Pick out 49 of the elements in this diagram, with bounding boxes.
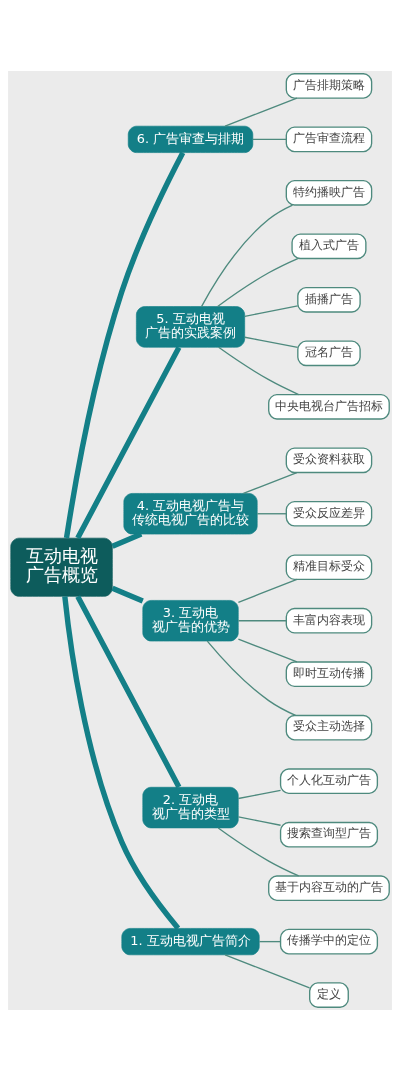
- connector: [237, 638, 298, 663]
- node-box: 互动电视广告概览: [10, 537, 113, 597]
- connector: [237, 816, 282, 826]
- node-box: 精准目标受众: [285, 554, 373, 581]
- node-box: 广告排期策略: [285, 73, 373, 99]
- connector: [216, 257, 299, 308]
- node-box: 植入式广告: [291, 233, 367, 260]
- node-box: 传播学中的定位: [279, 928, 379, 955]
- connector: [224, 97, 298, 127]
- connector: [217, 827, 300, 877]
- node-box: 1. 互动电视广告简介: [121, 928, 260, 956]
- node-box: 受众反应差异: [285, 500, 373, 527]
- node-box: 定义: [309, 982, 349, 1008]
- connector: [111, 531, 143, 549]
- node-box: 基于内容互动的广告: [268, 875, 390, 901]
- node-box: 插播广告: [297, 286, 361, 313]
- node-box: 6. 广告审查与排期: [127, 125, 254, 153]
- connector: [62, 596, 181, 930]
- connector: [206, 640, 297, 717]
- connector: [252, 138, 287, 141]
- connector: [111, 585, 144, 604]
- node-box: 受众主动选择: [285, 714, 373, 741]
- node-box: 即时互动传播: [285, 661, 373, 688]
- node-box: 广告审查流程: [285, 126, 373, 153]
- node-box: 3. 互动电视广告的优势: [142, 600, 239, 642]
- node-box: 特约播映广告: [285, 180, 373, 206]
- connector: [75, 346, 182, 540]
- connector: [244, 305, 299, 317]
- connector: [237, 578, 298, 603]
- node-box: 4. 互动电视广告与传统电视广告的比较: [123, 493, 258, 535]
- connector: [224, 954, 311, 989]
- node-box: 冠名广告: [297, 340, 361, 367]
- node-box: 受众资料获取: [285, 447, 373, 474]
- connector: [258, 940, 282, 943]
- connector: [256, 513, 287, 515]
- connector: [75, 595, 182, 789]
- connector: [237, 620, 287, 622]
- node-box: 丰富内容表现: [285, 607, 373, 634]
- connector: [63, 151, 186, 539]
- node-box: 个人化互动广告: [279, 768, 379, 795]
- connector: [200, 204, 294, 308]
- connector: [217, 346, 300, 396]
- node-box: 2. 互动电视广告的类型: [142, 786, 239, 829]
- connector: [242, 471, 298, 495]
- node-box: 中央电视台广告招标: [268, 393, 390, 420]
- node-box: 搜索查询型广告: [279, 821, 379, 848]
- connector: [237, 789, 282, 800]
- node-box: 5. 互动电视广告的实践案例: [136, 306, 245, 348]
- connector: [244, 336, 299, 349]
